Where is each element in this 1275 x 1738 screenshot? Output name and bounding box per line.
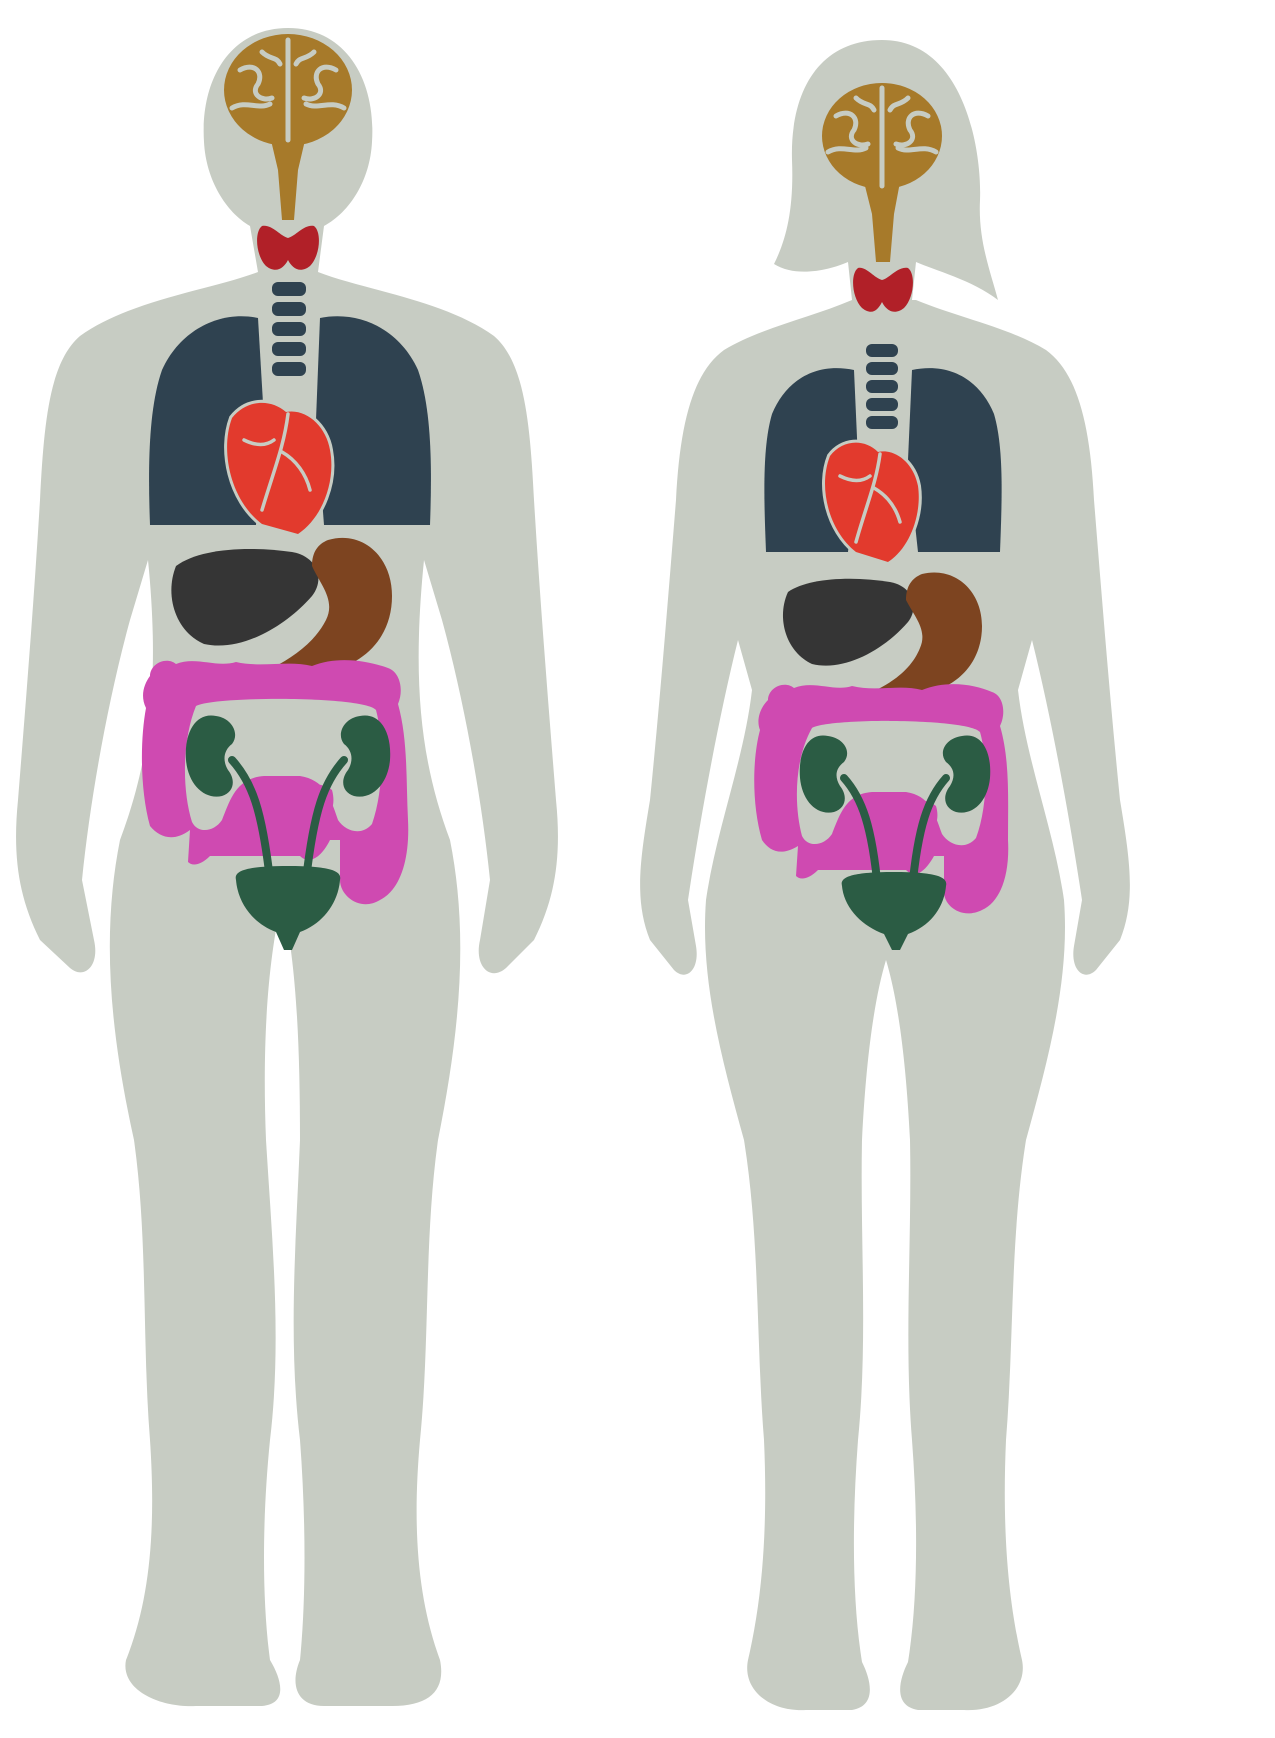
female-trachea (866, 344, 898, 429)
female-figure (640, 40, 1130, 1710)
male-figure (16, 28, 558, 1706)
